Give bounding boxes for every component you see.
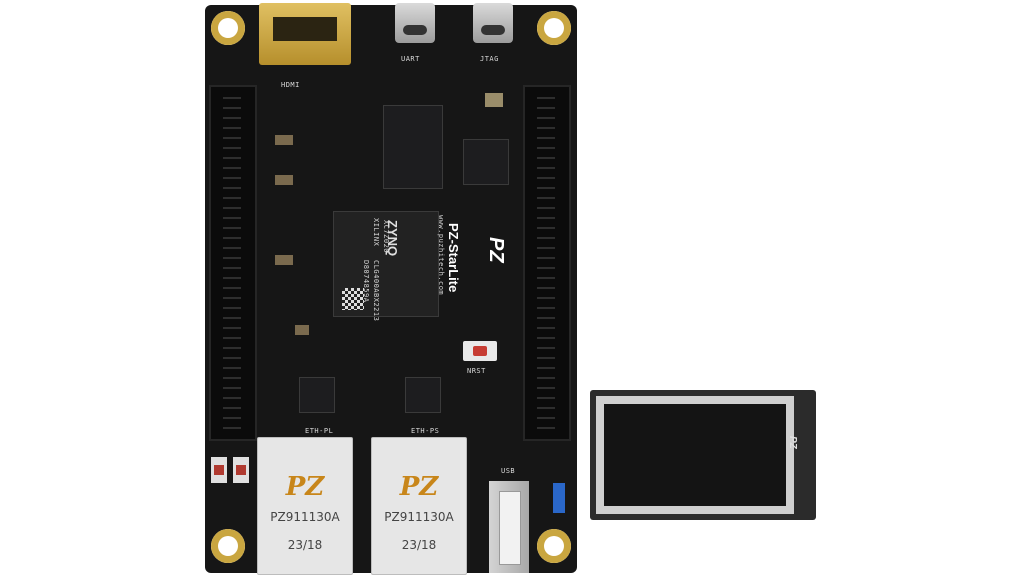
rj45-part: PZ911130A [270,510,340,524]
eth-pl-phy-chip [299,377,335,413]
user-button[interactable] [211,457,227,483]
hdmi-label: HDMI [281,81,300,89]
usb-a-port [489,481,529,573]
uart-label: UART [401,55,420,63]
rj45-port-pl: PZ PZ911130A 23/18 [257,437,353,575]
qr-code [342,288,364,310]
mounting-hole [537,529,571,563]
hdmi-port [259,3,351,65]
fpga-dev-board: HDMI UART JTAG XILINX ZYNQ XC7Z020 CLG40… [205,3,577,575]
display-brand: PZ [787,436,798,449]
boot-jumper [553,483,565,513]
lcd-frame [596,396,794,514]
rj45-part: PZ911130A [384,510,454,524]
fpga-code-1: CLG400ABX2213 [372,260,380,322]
usb-c-port-uart [395,3,435,43]
brand-logo: PZ [485,237,507,263]
eth-ps-label: ETH-PS [411,427,440,435]
zynq-fpga-chip: XILINX ZYNQ XC7Z020 CLG400ABX2213 D80748… [333,211,439,321]
rj45-logo: PZ [399,472,439,502]
mounting-hole [211,529,245,563]
usb-c-port-jtag [473,3,513,43]
fpga-part-label: XC7Z020 [382,220,390,254]
model-name: PZ-StarLite [446,223,461,293]
usb-label: USB [501,467,516,475]
right-pin-header [523,85,571,441]
ddr-memory-chip [383,105,443,189]
lcd-display-module: PZ [590,390,816,520]
eth-ps-phy-chip [405,377,441,413]
jtag-label: JTAG [480,55,499,63]
user-button[interactable] [233,457,249,483]
left-pin-header [209,85,257,441]
eth-pl-label: ETH-PL [305,427,334,435]
nrst-label: NRST [467,367,486,375]
ethernet-phy-chip [463,139,509,185]
rj45-logo: PZ [285,472,325,502]
lcd-screen [604,404,786,506]
reset-button[interactable] [463,341,497,361]
rj45-code: 23/18 [287,538,323,552]
rj45-port-ps: PZ PZ911130A 23/18 [371,437,467,575]
mounting-hole [211,11,245,45]
rj45-code: 23/18 [401,538,437,552]
mounting-hole [537,11,571,45]
website-text: www.puzhitech.com [437,215,445,296]
